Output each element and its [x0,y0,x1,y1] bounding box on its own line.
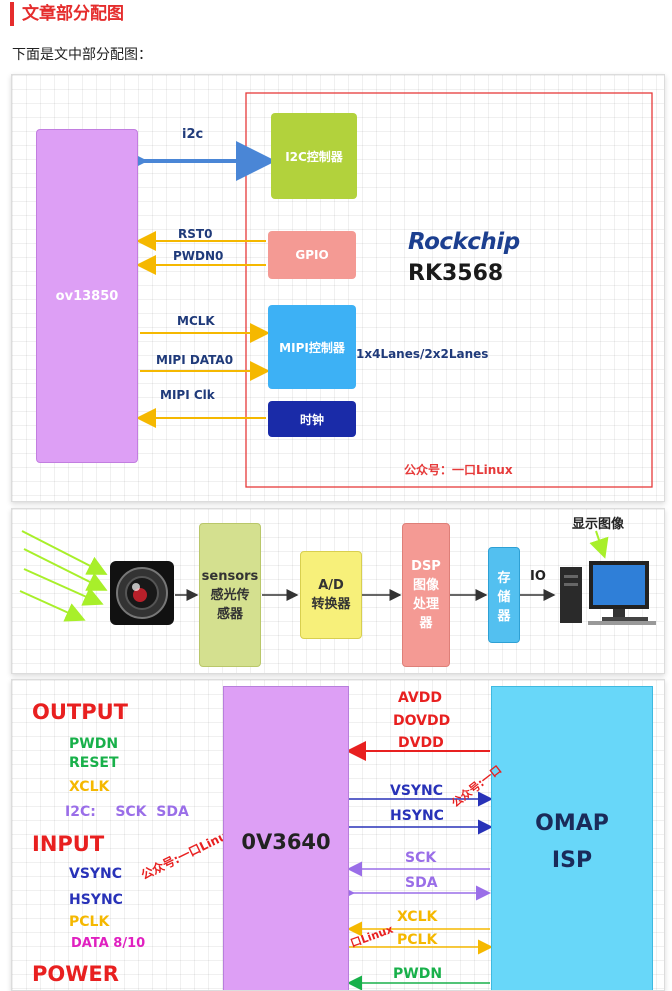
mipi-data-label: MIPI DATA0 [156,353,234,367]
mipi-controller-box: MIPI控制器 [268,305,356,389]
mclk-label: MCLK [177,314,215,328]
computer-icon [560,561,656,625]
dovdd-label: DOVDD [393,713,451,729]
out-i2c: I2C: SCK SDA [65,804,189,820]
out-xclk: XCLK [69,779,110,795]
mipi-clk-label: MIPI Clk [160,388,215,402]
ad-line1: A/D [318,578,344,593]
xclk-label: XCLK [397,909,438,925]
rst-label: RST0 [178,227,213,241]
chip-rk3568-label: RK3568 [408,261,504,286]
out-pwdn: PWDN [69,736,119,752]
sck-label: SCK [405,850,437,866]
dsp-box: DSP 图像 处理 器 [402,523,450,667]
figure3-connectors [340,741,493,990]
store-line1: 存 [497,570,511,586]
rockchip-logo: Rockchip [408,229,520,255]
pwdn-label: PWDN0 [173,249,224,263]
in-pclk: PCLK [69,914,110,930]
sensors-line2: 感光传 [210,587,250,603]
output-title: OUTPUT [32,700,128,724]
display-pointer-arrow [589,530,609,559]
lanes-label: 1x4Lanes/2x2Lanes [356,347,489,361]
io-label: IO [530,569,546,584]
isp-line2: ISP [551,848,593,873]
ad-line2: 转换器 [311,597,351,612]
clock-box: 时钟 [268,401,356,437]
input-title: INPUT [32,832,105,856]
dsp-line2: 图像 [412,578,439,593]
dvdd-label: DVDD [398,735,444,751]
pwdn-label-right: PWDN [393,966,443,982]
figure1-connectors [108,92,653,488]
out-reset: RESET [69,755,119,771]
hsync-label: HSYNC [390,808,444,824]
sda-label: SDA [405,875,438,891]
ad-converter-box: A/D 转换器 [300,551,362,639]
dsp-line1: DSP [411,559,441,574]
display-label: 显示图像 [572,517,625,532]
vsync-label: VSYNC [390,783,444,799]
figure-rk3568-camera: ov13850 i2c I2C控制器 RST0 PWDN0 GPIO Rockc… [11,74,665,502]
storage-box: 存 储 器 [488,547,520,643]
gpio-box: GPIO [268,231,356,279]
pclk-label: PCLK [397,932,438,948]
section-heading: 文章部分配图 [10,2,124,26]
isp-line1: OMAP [535,811,609,836]
in-data: DATA 8/10 [71,936,146,951]
ov3640-chip-box: 0V3640 [223,686,349,990]
sensor-ov13850-box: ov13850 [36,129,138,463]
figure-imaging-pipeline: sensors 感光传 感器 A/D 转换器 DSP 图像 处理 器 存 储 器… [11,508,665,674]
camera-lens-icon [110,561,174,625]
intro-text: 下面是文中部分配图： [12,47,152,63]
in-vsync: VSYNC [69,866,123,882]
store-line2: 储 [497,589,511,605]
avdd-label: AVDD [398,690,442,706]
rk3568-soc-frame [245,92,653,488]
light-rays [19,530,108,622]
figure2-connectors [19,530,656,625]
sensors-line3: 感器 [216,606,243,622]
omap-isp-box: OMAP ISP [491,686,653,990]
store-line3: 器 [497,608,511,624]
sensors-box: sensors 感光传 感器 [199,523,261,667]
watermark-label: 公众号：一口Linux [404,463,513,477]
dsp-line3: 处理 [412,597,439,612]
sensors-line1: sensors [201,568,259,584]
figure-ov3640-omap: OUTPUT PWDN RESET XCLK I2C: SCK SDA INPU… [11,679,665,991]
i2c-label: i2c [182,127,204,142]
dsp-line4: 器 [419,616,433,631]
in-hsync: HSYNC [69,892,123,908]
power-title: POWER [32,962,119,986]
i2c-controller-box: I2C控制器 [271,113,357,199]
